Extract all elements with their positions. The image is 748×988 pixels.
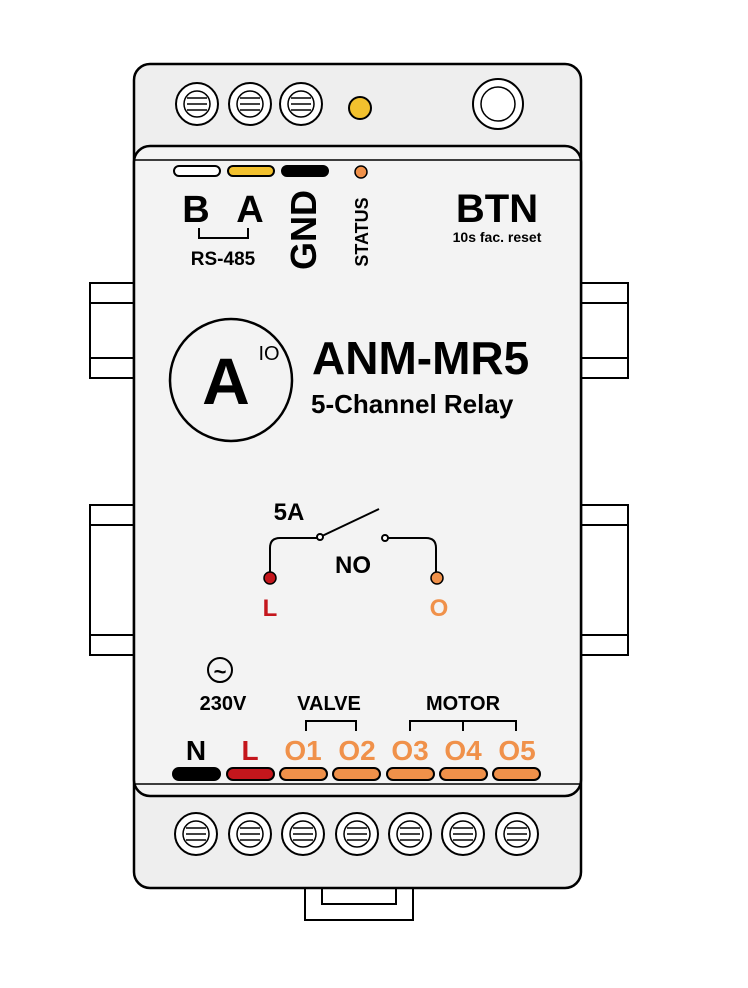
- a-label: A: [236, 189, 263, 231]
- l-terminal-pill: [226, 767, 275, 781]
- output-label-o1: O1: [284, 735, 321, 766]
- output-label-o3: O3: [391, 735, 428, 766]
- brand-logo: [168, 317, 294, 443]
- bottom-screw-terminal[interactable]: [441, 812, 485, 856]
- top-screw-terminal[interactable]: [228, 82, 272, 126]
- top-screw-terminal[interactable]: [279, 82, 323, 126]
- btn-label: BTN: [456, 187, 538, 231]
- relay-current-rating: 5A: [274, 499, 305, 526]
- model-description: 5-Channel Relay: [311, 389, 514, 419]
- motor-group-label: MOTOR: [426, 693, 501, 715]
- bottom-screw-terminal[interactable]: [228, 812, 272, 856]
- bottom-screw-terminal[interactable]: [174, 812, 218, 856]
- n-terminal-pill: [172, 767, 221, 781]
- b-label: B: [182, 189, 209, 231]
- contact-type-label: NO: [335, 552, 371, 579]
- din-clip-right-upper: [577, 282, 629, 379]
- din-clip-left-lower: [89, 504, 141, 656]
- o5-terminal-pill: [492, 767, 541, 781]
- status-led-indicator: [354, 165, 368, 179]
- relay-input-dot: [263, 571, 277, 585]
- model-name: ANM-MR5: [312, 332, 529, 384]
- gnd-label: GND: [283, 190, 324, 270]
- rs485-label: RS-485: [191, 249, 256, 270]
- rs485-bracket: [198, 228, 249, 239]
- voltage-label: 230V: [200, 693, 247, 715]
- o3-terminal-pill: [386, 767, 435, 781]
- l-label: L: [241, 735, 258, 766]
- b-terminal-pill: [173, 165, 221, 177]
- bottom-screw-terminal[interactable]: [388, 812, 432, 856]
- bottom-screw-terminal[interactable]: [495, 812, 539, 856]
- ac-symbol: ~: [214, 659, 227, 684]
- valve-bracket: [305, 720, 357, 731]
- o4-terminal-pill: [439, 767, 488, 781]
- btn-note: 10s fac. reset: [453, 229, 542, 245]
- logo-letter: A: [202, 344, 250, 418]
- relay-input-label: L: [263, 595, 278, 622]
- output-label-o4: O4: [444, 735, 482, 766]
- front-panel: [132, 144, 583, 798]
- relay-output-dot: [430, 571, 444, 585]
- logo-superscript: IO: [258, 343, 279, 365]
- o1-terminal-pill: [279, 767, 328, 781]
- gnd-terminal-pill: [281, 165, 329, 177]
- din-clip-right-lower: [577, 504, 629, 656]
- bottom-screw-terminal[interactable]: [335, 812, 379, 856]
- output-label-o5: O5: [498, 735, 535, 766]
- o2-terminal-pill: [332, 767, 381, 781]
- bottom-screw-terminal[interactable]: [281, 812, 325, 856]
- ac-icon: [207, 657, 233, 683]
- reset-button[interactable]: [472, 78, 524, 130]
- valve-group-label: VALVE: [297, 693, 361, 715]
- status-label: STATUS: [352, 197, 372, 266]
- n-label: N: [186, 735, 206, 766]
- relay-output-label: O: [430, 595, 449, 622]
- din-clip-left-upper: [89, 282, 141, 379]
- motor-bracket: [409, 720, 517, 731]
- relay-contact-symbol: [269, 508, 437, 572]
- a-terminal-pill: [227, 165, 275, 177]
- status-led: [348, 96, 372, 120]
- top-screw-terminal[interactable]: [175, 82, 219, 126]
- output-label-o2: O2: [338, 735, 375, 766]
